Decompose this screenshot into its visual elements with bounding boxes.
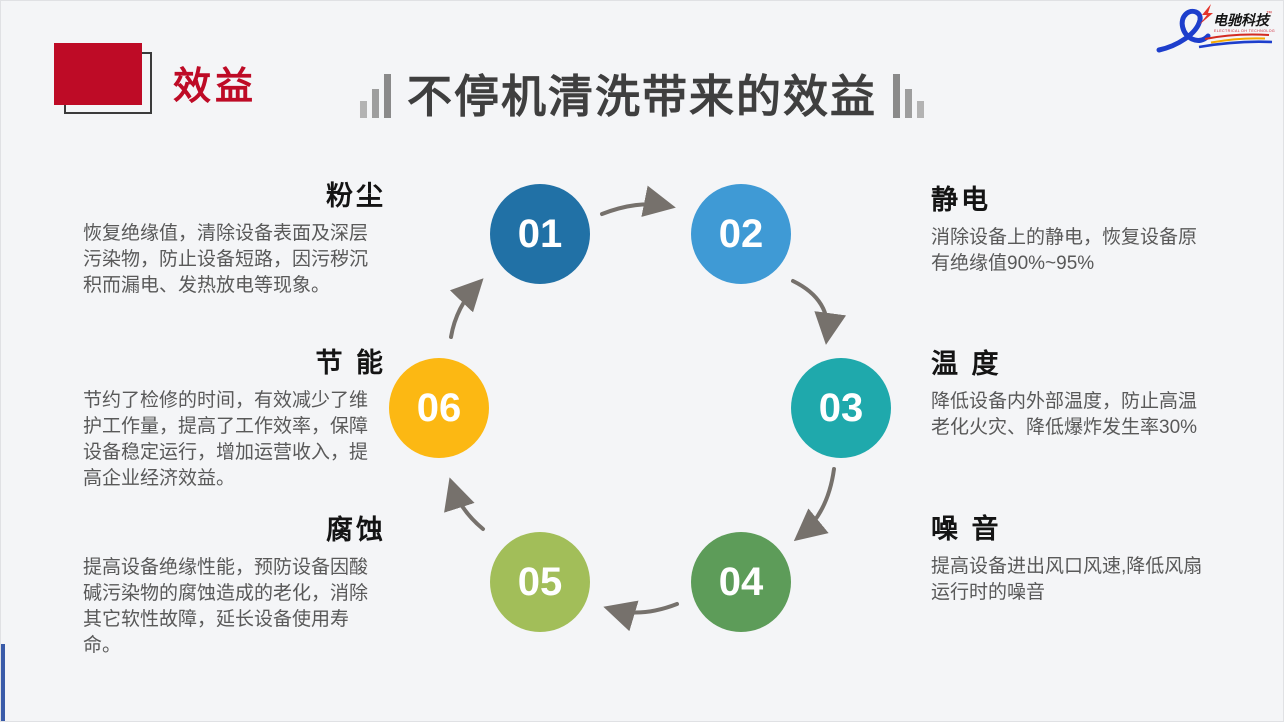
benefit-body-corrosion: 提高设备绝缘性能，预防设备因酸碱污染物的腐蚀造成的老化，消除其它软性故障，延长设… xyxy=(83,557,369,656)
arrow-step5-to-step6 xyxy=(444,477,485,531)
benefit-body-dust: 恢复绝缘值，清除设备表面及深层污染物，防止设备短路，因污秽沉积而漏电、发热放电等… xyxy=(83,223,369,296)
step-circle-02: 02 xyxy=(691,184,791,284)
step-number: 05 xyxy=(517,559,563,604)
step-number: 04 xyxy=(718,559,764,604)
step-number: 02 xyxy=(718,211,764,256)
benefit-body-energy: 节约了检修的时间，有效减少了维护工作量，提高了工作效率，保障设备稳定运行，增加运… xyxy=(83,390,369,489)
arrow-step1-to-step2 xyxy=(600,185,676,217)
step-circle-04: 04 xyxy=(691,532,791,632)
logo-d-swoosh xyxy=(1156,8,1211,53)
logo-company-name: 电驰科技 xyxy=(1213,12,1271,29)
step-circle-05: 05 xyxy=(490,532,590,632)
arrow-step2-to-step3 xyxy=(791,279,847,345)
logo-lightning-icon xyxy=(1199,4,1213,25)
accent-red-square xyxy=(54,43,142,105)
logo-stripe-red xyxy=(1204,33,1270,40)
logo-trademark: ™ xyxy=(1266,10,1272,17)
step-circle-06: 06 xyxy=(389,358,489,458)
step-number: 06 xyxy=(416,385,462,430)
benefit-title-corrosion: 腐蚀 xyxy=(326,515,386,545)
benefit-title-energy: 节 能 xyxy=(315,348,386,378)
arrow-step3-to-step4 xyxy=(793,467,836,542)
section-label: 效益 xyxy=(173,66,258,108)
logo-tagline: ELECTRICAL DH TECHNOLOGY xyxy=(1214,29,1275,33)
step-circle-01: 01 xyxy=(490,184,590,284)
logo-stripe-blue xyxy=(1198,40,1273,49)
arrow-step4-to-step5 xyxy=(603,600,679,632)
logo-stripe-yellow xyxy=(1210,37,1266,44)
step-circle-03: 03 xyxy=(791,358,891,458)
step-number: 03 xyxy=(818,385,864,430)
benefit-title-static: 静电 xyxy=(931,185,991,215)
benefit-body-temperature: 降低设备内外部温度，防止高温老化火灾、降低爆炸发生率30% xyxy=(931,391,1198,438)
benefit-block-temperature: 温 度 降低设备内外部温度，防止高温老化火灾、降低爆炸发生率30% xyxy=(931,347,1215,441)
benefit-block-corrosion: 腐蚀 提高设备绝缘性能，预防设备因酸碱污染物的腐蚀造成的老化，消除其它软性故障，… xyxy=(83,513,383,659)
title-row: 不停机清洗带来的效益 xyxy=(359,71,925,123)
benefit-block-dust: 粉尘 恢复绝缘值，清除设备表面及深层污染物，防止设备短路，因污秽沉积而漏电、发热… xyxy=(83,179,383,299)
benefit-body-static: 消除设备上的静电，恢复设备原有绝缘值90%~95% xyxy=(931,227,1198,274)
company-logo: 电驰科技 ™ ELECTRICAL DH TECHNOLOGY xyxy=(1153,3,1278,59)
benefit-block-energy: 节 能 节约了检修的时间，有效减少了维护工作量，提高了工作效率，保障设备稳定运行… xyxy=(83,346,383,492)
benefit-title-temperature: 温 度 xyxy=(931,349,1002,379)
bar-chart-decoration-right-icon xyxy=(893,74,925,123)
benefit-block-noise: 噪 音 提高设备进出风口风速,降低风扇运行时的噪音 xyxy=(931,512,1215,606)
benefit-title-dust: 粉尘 xyxy=(326,181,386,211)
step-number: 01 xyxy=(517,211,563,256)
logo-graphic: 电驰科技 ™ ELECTRICAL DH TECHNOLOGY xyxy=(1156,4,1278,53)
benefit-title-noise: 噪 音 xyxy=(931,514,1002,544)
benefit-block-static: 静电 消除设备上的静电，恢复设备原有绝缘值90%~95% xyxy=(931,183,1215,277)
benefit-body-noise: 提高设备进出风口风速,降低风扇运行时的噪音 xyxy=(931,556,1203,603)
left-edge-accent xyxy=(1,644,5,721)
bar-chart-decoration-left-icon xyxy=(359,74,391,123)
arrow-step6-to-step1 xyxy=(449,278,484,339)
page-title: 不停机清洗带来的效益 xyxy=(406,71,878,122)
